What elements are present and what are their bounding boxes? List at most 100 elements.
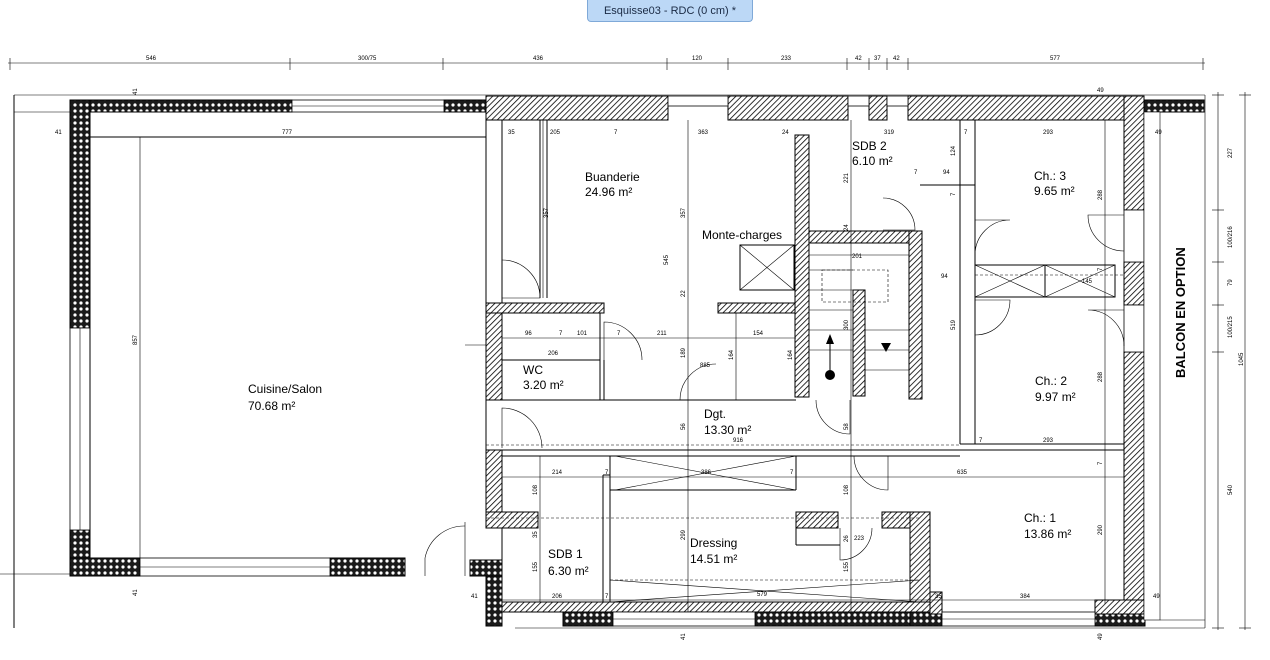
dim-label: 94 xyxy=(943,170,950,176)
dim-label: 293 xyxy=(1043,438,1054,444)
dim-label: 7 xyxy=(1098,461,1104,465)
room-name-cuisine: Cuisine/Salon xyxy=(248,382,322,396)
dim-label: 41 xyxy=(471,594,478,600)
dim-label: 293 xyxy=(1043,130,1054,136)
dim-label: 22 xyxy=(681,290,687,297)
stairs xyxy=(809,254,909,380)
top-dim-1: 546 xyxy=(146,56,157,62)
lift-shaft xyxy=(609,244,1116,603)
dim-label: 7 xyxy=(559,331,563,337)
room-area-ch3: 9.65 m² xyxy=(1034,184,1075,198)
top-dim-5: 233 xyxy=(781,56,792,62)
dim-label: 916 xyxy=(733,438,744,444)
dim-label: 635 xyxy=(957,470,968,476)
right-dim-5: 540 xyxy=(1228,484,1234,495)
room-name-dressing: Dressing xyxy=(690,536,737,550)
dim-label: 288 xyxy=(1098,189,1104,200)
room-name-dgt: Dgt. xyxy=(704,407,726,421)
dim-label: 205 xyxy=(550,130,561,136)
dim-label: 164 xyxy=(729,349,735,360)
windows xyxy=(69,95,1161,627)
view-title-tab[interactable]: Esquisse03 - RDC (0 cm) * xyxy=(587,0,753,22)
dim-label: 35 xyxy=(508,130,515,136)
right-dim-2: 100/216 xyxy=(1228,226,1234,248)
dim-label: 299 xyxy=(681,529,687,540)
dim-label: 7 xyxy=(614,130,618,136)
room-area-ch2: 9.97 m² xyxy=(1035,390,1076,404)
dimension-leaders xyxy=(139,120,1124,612)
top-dim-3: 436 xyxy=(533,56,544,62)
room-area-dgt: 13.30 m² xyxy=(704,423,751,437)
room-area-cuisine: 70.68 m² xyxy=(248,399,295,413)
dim-label: 357 xyxy=(681,207,687,218)
dim-label: 384 xyxy=(1020,594,1031,600)
top-dim-6: 42 xyxy=(855,56,862,62)
dim-label: 214 xyxy=(552,470,563,476)
dim-label: 857 xyxy=(133,334,139,345)
right-dim-3: 79 xyxy=(1228,279,1234,286)
interior-dimensions: 41 777 35 205 7 363 24 319 7 293 49 49 1… xyxy=(55,88,1162,640)
right-dim-4: 100/215 xyxy=(1228,316,1234,338)
doors xyxy=(424,197,1125,576)
dim-label: 223 xyxy=(854,536,865,542)
room-name-ch2: Ch.: 2 xyxy=(1035,374,1067,388)
dim-label: 41 xyxy=(133,589,139,596)
dim-label: 145 xyxy=(1082,279,1093,285)
right-dim-total: 1045 xyxy=(1239,352,1245,366)
dim-label: 545 xyxy=(664,254,670,265)
dim-label: 49 xyxy=(1097,88,1104,94)
dim-label: 35 xyxy=(533,531,539,538)
room-area-wc: 3.20 m² xyxy=(523,378,564,392)
room-name-ch1: Ch.: 1 xyxy=(1024,511,1056,525)
top-dim-9: 577 xyxy=(1050,56,1061,62)
dim-label: 154 xyxy=(753,331,764,337)
room-area-sdb1: 6.30 m² xyxy=(548,564,589,578)
dim-label: 41 xyxy=(55,130,62,136)
outline-lines xyxy=(0,94,1206,629)
dim-label: 288 xyxy=(1098,371,1104,382)
dim-label: 7 xyxy=(914,170,918,176)
dim-label: 108 xyxy=(844,484,850,495)
dim-label: 7 xyxy=(964,130,968,136)
dim-label: 24 xyxy=(782,130,789,136)
dim-label: 319 xyxy=(884,130,895,136)
dim-label: 777 xyxy=(282,130,293,136)
dim-label: 7 xyxy=(617,331,621,337)
room-name-ch3: Ch.: 3 xyxy=(1034,169,1066,183)
room-name-sdb1: SDB 1 xyxy=(548,547,583,561)
room-name-monte-charges: Monte-charges xyxy=(702,228,782,242)
dim-label: 7 xyxy=(790,470,794,476)
dim-label: 7 xyxy=(979,438,983,444)
top-dim-7: 37 xyxy=(874,56,881,62)
dashed-lines xyxy=(486,269,1124,581)
dim-label: 94 xyxy=(941,274,948,280)
dim-label: 221 xyxy=(844,172,850,183)
dim-label: 211 xyxy=(657,331,667,337)
dim-label: 49 xyxy=(1155,130,1162,136)
dim-label: 96 xyxy=(525,331,532,337)
dim-label: 58 xyxy=(844,423,850,430)
dim-label: 7 xyxy=(951,192,957,196)
top-dim-8: 42 xyxy=(893,56,900,62)
dim-label: 24 xyxy=(844,224,850,231)
dim-label: 56 xyxy=(681,423,687,430)
structural-walls xyxy=(485,95,1145,615)
dim-label: 41 xyxy=(681,633,687,640)
dim-label: 206 xyxy=(548,351,559,357)
dim-label: 26 xyxy=(844,535,850,542)
dim-label: 108 xyxy=(533,484,539,495)
room-name-wc: WC xyxy=(523,363,543,377)
dim-label: 155 xyxy=(533,561,539,572)
top-dim-2: 300/75 xyxy=(358,56,377,62)
dim-label: 201 xyxy=(852,254,863,260)
room-name-sdb2: SDB 2 xyxy=(852,139,887,153)
dim-label: 41 xyxy=(133,88,139,95)
dim-label: 7 xyxy=(1098,267,1104,271)
top-dim-4: 120 xyxy=(692,56,703,62)
dim-label: 579 xyxy=(757,592,768,598)
top-dimension-chain: 546 300/75 436 120 233 42 37 42 577 xyxy=(8,56,1205,70)
dim-label: 49 xyxy=(1153,594,1160,600)
partitions xyxy=(89,112,1124,612)
right-dimension-chain: 227 100/216 79 100/215 540 1045 xyxy=(1212,92,1251,630)
